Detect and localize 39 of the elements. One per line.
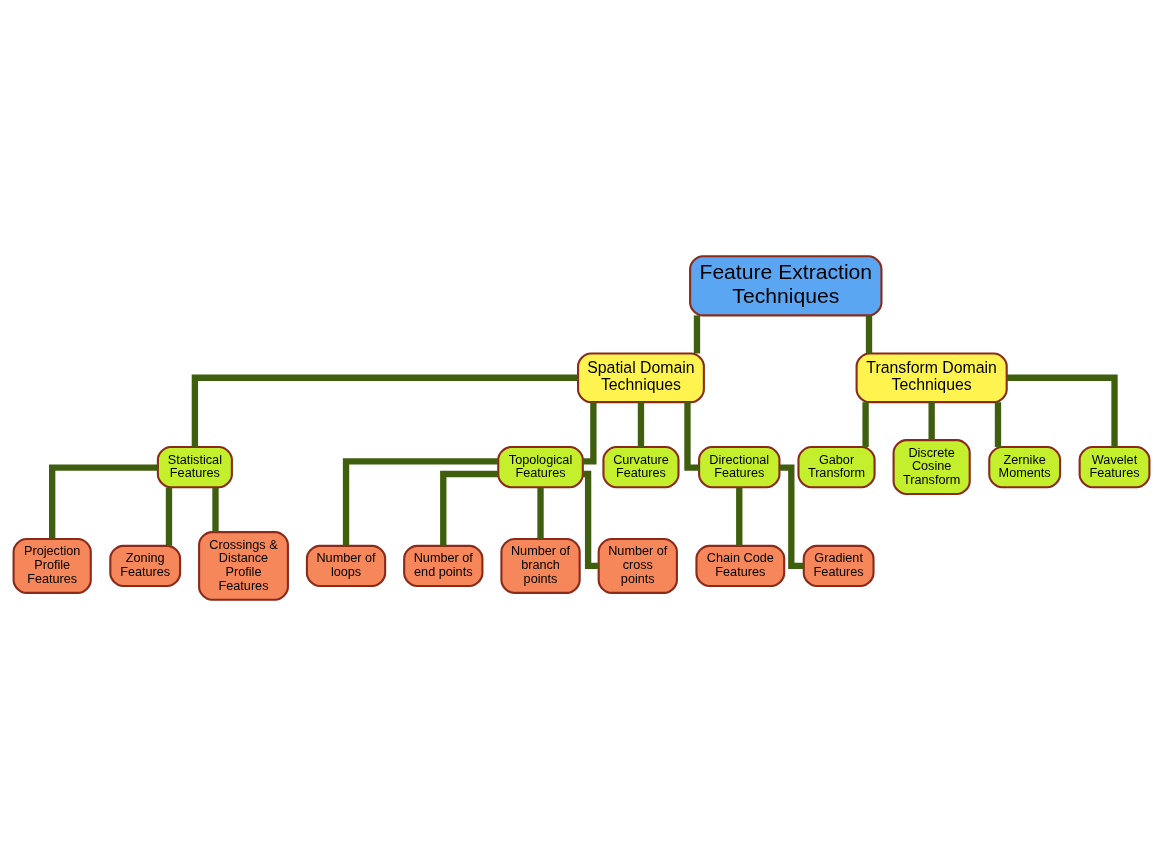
connector — [865, 315, 873, 354]
connector — [212, 487, 219, 532]
node-box: Statistical Features — [156, 445, 233, 489]
node-box: Directional Features — [698, 445, 781, 489]
node-box: Number of cross points — [597, 537, 678, 594]
node-box: Zoning Features — [109, 544, 182, 588]
connector — [537, 487, 544, 539]
connector — [191, 374, 578, 447]
connector — [637, 402, 645, 447]
connector — [684, 402, 699, 471]
node-box: Gabor Transform — [797, 445, 876, 489]
connector — [342, 458, 498, 546]
node-box: Gradient Features — [802, 544, 875, 588]
connector — [583, 402, 597, 465]
connector — [583, 470, 599, 570]
node-box: Topological Features — [497, 445, 584, 489]
connector — [1007, 374, 1118, 447]
connector — [779, 464, 804, 570]
connector — [49, 464, 158, 539]
node-box: Zernike Moments — [988, 445, 1062, 489]
node-box: Projection Profile Features — [12, 537, 92, 594]
connector — [736, 487, 743, 546]
node-box: Number of branch points — [500, 537, 581, 594]
connector — [440, 470, 499, 546]
node-box: Number of end points — [403, 544, 484, 588]
node-box: Wavelet Features — [1078, 445, 1151, 489]
node-box: Discrete Cosine Transform — [892, 439, 971, 496]
connector — [928, 402, 935, 440]
connector — [994, 402, 1002, 447]
node-box: Chain Code Features — [695, 544, 786, 588]
node-box: Crossings & Distance Profile Features — [198, 531, 289, 601]
connector — [165, 487, 173, 546]
connector — [862, 402, 869, 447]
node-box: Transform Domain Techniques — [855, 352, 1008, 404]
node-box: Spatial Domain Techniques — [577, 352, 705, 404]
connector — [693, 315, 701, 354]
node-box: Feature Extraction Techniques — [689, 255, 883, 317]
node-box: Curvature Features — [602, 445, 680, 489]
node-box: Number of loops — [305, 544, 387, 588]
